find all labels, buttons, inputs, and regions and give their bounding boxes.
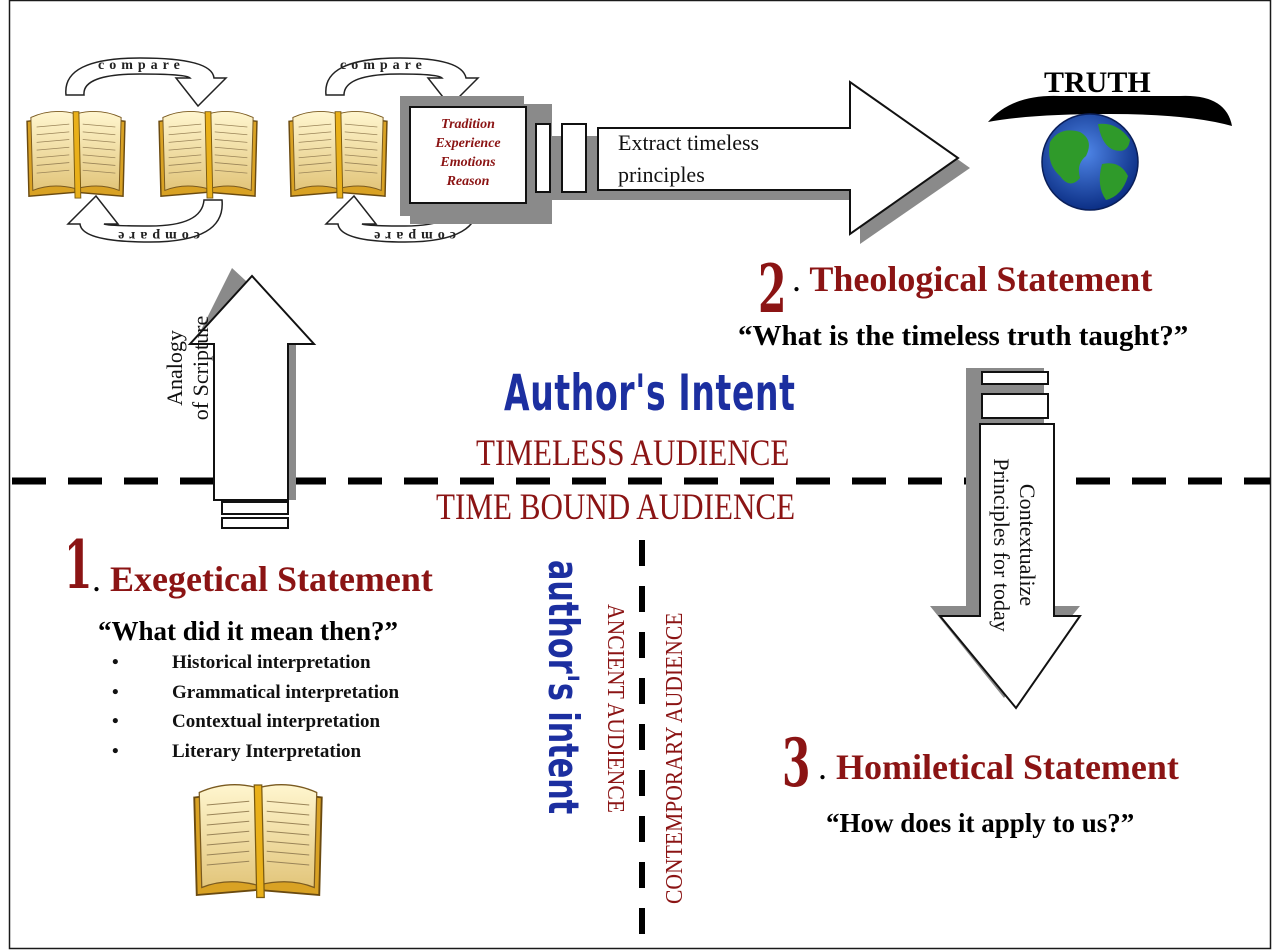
step1-title: . Exegetical Statement xyxy=(92,558,433,600)
step3-number: 3 xyxy=(782,724,811,802)
analogy-line-1: Analogy xyxy=(162,330,187,406)
step3-dot: . xyxy=(818,747,827,787)
compare-label: compare xyxy=(369,228,456,243)
experience-label: Experience xyxy=(435,136,501,151)
contextualize-down-arrow xyxy=(930,368,1082,710)
extract-line-2: principles xyxy=(618,162,705,187)
step1-dot: . xyxy=(92,559,101,599)
truth-banner xyxy=(988,95,1232,126)
interpretation-list: Historical interpretation Grammatical in… xyxy=(112,652,399,770)
list-item: Grammatical interpretation xyxy=(112,682,399,712)
step3-title: . Homiletical Statement xyxy=(818,746,1179,788)
tradition-box-text: Tradition Experience Emotions Reason xyxy=(410,115,526,191)
extract-label: Extract timeless principles xyxy=(618,127,759,191)
step2-title: . Theological Statement xyxy=(792,258,1152,300)
book-icon xyxy=(26,110,126,199)
authors-intent-vertical: author's intent xyxy=(539,560,588,815)
step1-number: 1 xyxy=(64,526,93,604)
contemporary-audience-label: CONTEMPORARY AUDIENCE xyxy=(662,612,688,904)
step2-question: “What is the timeless truth taught?” xyxy=(738,320,1189,352)
list-item: Contextual interpretation xyxy=(112,711,399,741)
extract-principles-arrow xyxy=(410,80,970,244)
compare-label: compare xyxy=(340,58,427,73)
list-item: Literary Interpretation xyxy=(112,741,399,771)
open-bible-icon xyxy=(192,783,324,899)
contextualize-line-1: Contextualize xyxy=(1015,483,1040,607)
step2-heading: 2 xyxy=(758,250,804,328)
compare-label: compare xyxy=(98,58,185,73)
contextualize-label: Contextualize Principles for today xyxy=(988,430,1040,660)
extract-line-1: Extract timeless xyxy=(618,130,760,155)
step1-title-text: Exegetical Statement xyxy=(110,559,433,599)
ancient-audience-label: ANCIENT AUDIENCE xyxy=(602,604,628,813)
emotions-label: Emotions xyxy=(440,155,496,170)
timeless-audience-label: TIMELESS AUDIENCE xyxy=(476,433,790,474)
step3-heading: 3 xyxy=(782,724,828,802)
globe-icon xyxy=(1041,113,1139,211)
time-bound-audience-label: TIME BOUND AUDIENCE xyxy=(436,487,796,528)
step3-question: “How does it apply to us?” xyxy=(826,808,1135,838)
book-icon xyxy=(288,110,388,199)
step1-question: “What did it mean then?” xyxy=(98,616,399,646)
compare-label: compare xyxy=(113,228,200,243)
step1-heading: 1 xyxy=(64,526,110,604)
compare-arrow-icon xyxy=(66,194,223,243)
analogy-label: Analogy of Scripture xyxy=(162,268,214,468)
compare-arrow-icon xyxy=(325,57,480,108)
contextualize-line-2: Principles for today xyxy=(989,458,1014,632)
analogy-line-2: of Scripture xyxy=(188,315,213,421)
list-item: Historical interpretation xyxy=(112,652,399,682)
truth-label: TRUTH xyxy=(1044,66,1151,99)
step2-title-text: Theological Statement xyxy=(809,259,1153,299)
compare-arrow-icon xyxy=(65,57,228,108)
step2-number: 2 xyxy=(758,250,787,328)
tradition-label: Tradition xyxy=(441,117,495,132)
tradition-box xyxy=(409,106,527,204)
step3-title-text: Homiletical Statement xyxy=(836,747,1179,787)
frame xyxy=(8,0,1272,950)
book-icon xyxy=(158,110,258,199)
analogy-up-arrow xyxy=(187,268,317,529)
authors-intent-title: Author's Intent xyxy=(504,364,796,422)
reason-label: Reason xyxy=(446,174,490,189)
step2-dot: . xyxy=(792,259,801,299)
